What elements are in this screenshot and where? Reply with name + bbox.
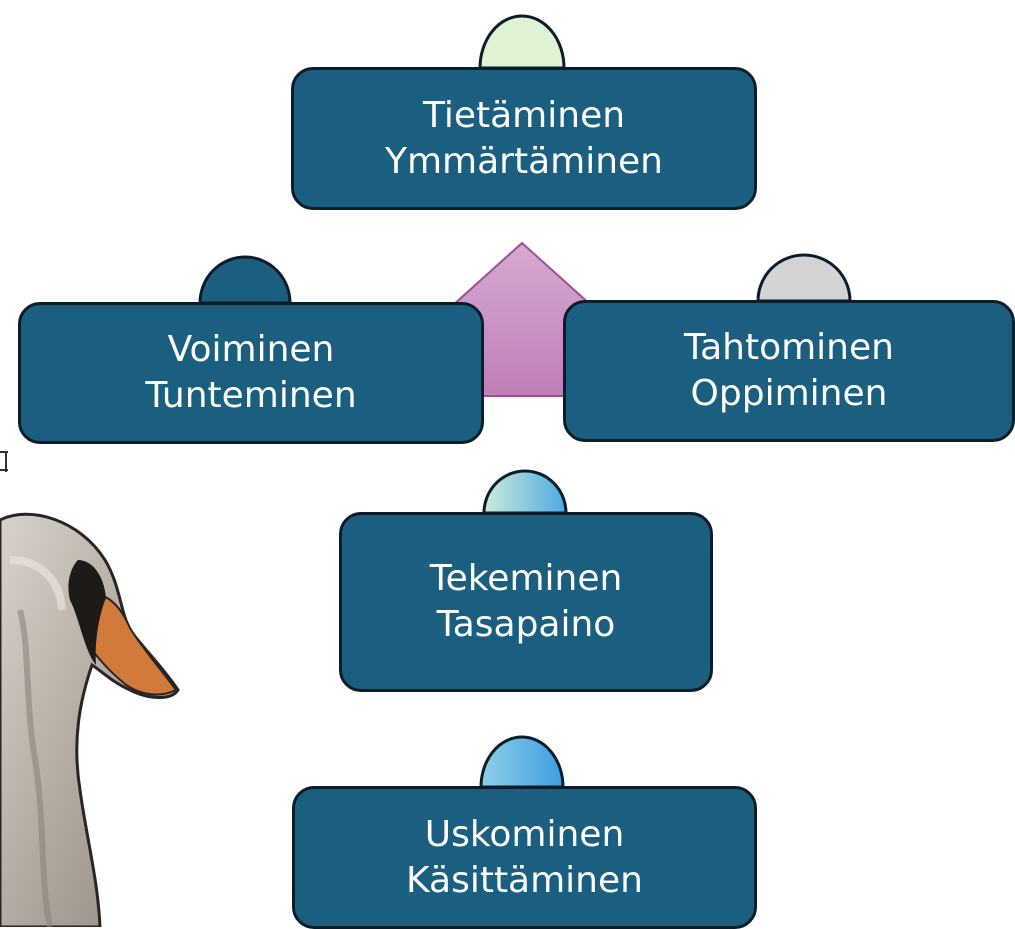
box-tietaminen-line-1: Tietäminen: [422, 94, 626, 136]
box-uskominen-line-2: Käsittäminen: [406, 859, 643, 901]
box-tahtominen-line-2: Oppiminen: [690, 373, 888, 414]
box-voiminen-line-1: Voiminen: [167, 329, 335, 370]
center-pentagon: [451, 241, 593, 397]
box-tahtominen: Tahtominen Oppiminen: [563, 300, 1015, 442]
box-uskominen: Uskominen Käsittäminen: [292, 786, 757, 929]
bump-tekeminen: [482, 469, 568, 515]
bump-voiminen: [198, 255, 292, 305]
box-tahtominen-line-1: Tahtominen: [684, 327, 894, 368]
box-tekeminen-line-1: Tekeminen: [429, 558, 623, 599]
box-uskominen-line-1: Uskominen: [424, 813, 625, 855]
box-tietaminen: Tietäminen Ymmärtäminen: [291, 67, 757, 210]
bump-tahtominen: [756, 253, 852, 303]
box-voiminen: Voiminen Tunteminen: [18, 302, 484, 444]
box-tekeminen: Tekeminen Tasapaino: [339, 512, 713, 692]
edge-mark: [0, 451, 8, 472]
swan-image: [0, 512, 180, 927]
box-voiminen-line-2: Tunteminen: [145, 375, 357, 416]
box-tekeminen-line-2: Tasapaino: [436, 604, 616, 645]
bump-uskominen: [479, 735, 565, 789]
box-tietaminen-line-2: Ymmärtäminen: [384, 140, 663, 182]
bump-tietaminen: [478, 14, 566, 70]
